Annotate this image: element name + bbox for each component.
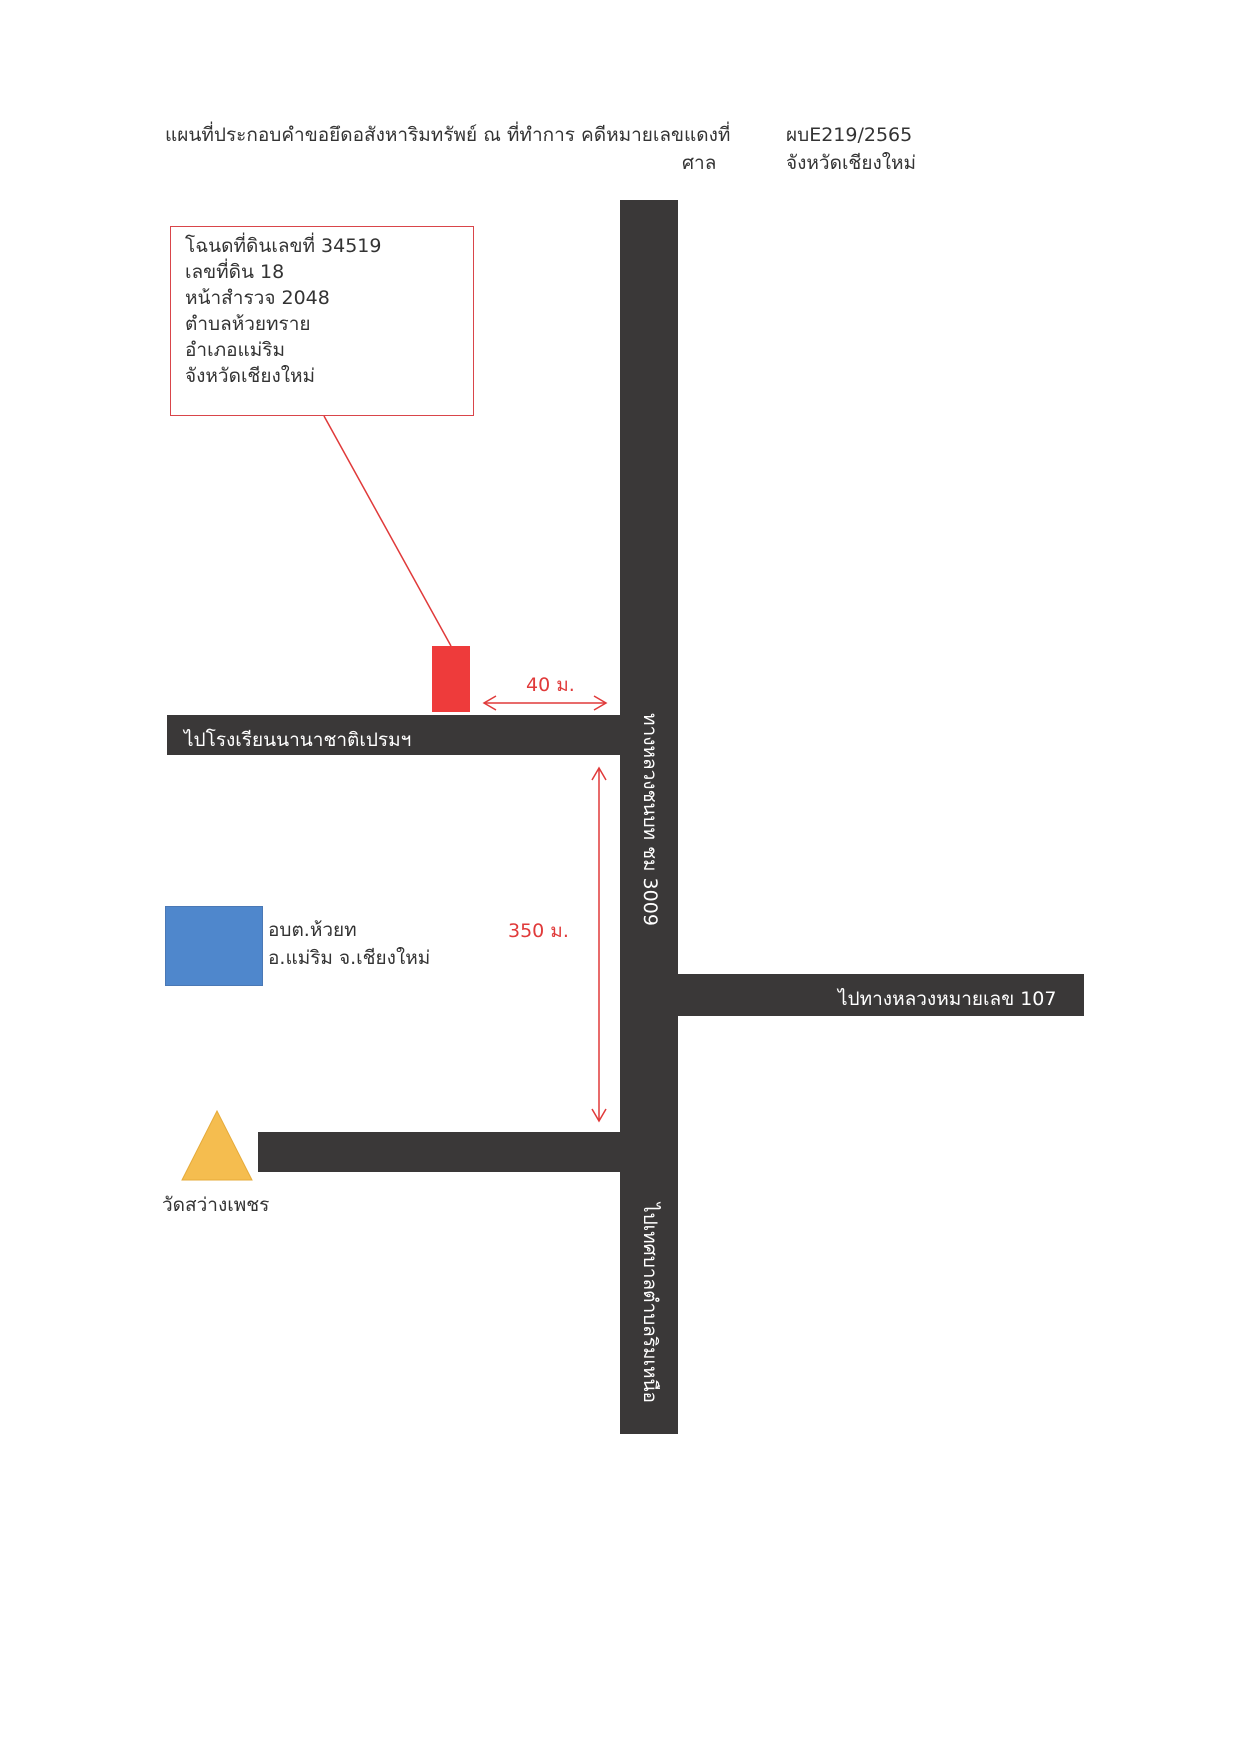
office-label: อบต.ห้วยท อ.แม่ริม จ.เชียงใหม่	[268, 916, 430, 972]
land-info-deed: โฉนดที่ดินเลขที่ 34519	[185, 235, 382, 257]
land-plot-marker	[432, 646, 470, 712]
highway-road-label: ไปทางหลวงหมายเลข 107	[838, 988, 1057, 1010]
case-number: ผบE219/2565	[786, 124, 913, 146]
land-info-district: อำเภอแม่ริม	[185, 339, 286, 361]
land-info-subdistrict: ตำบลห้วยทราย	[185, 313, 311, 335]
land-info-parcel: เลขที่ดิน 18	[185, 261, 285, 283]
distance-350m-label: 350 ม.	[508, 920, 569, 942]
land-info-province: จังหวัดเชียงใหม่	[185, 365, 316, 387]
leader-line	[323, 415, 452, 647]
land-info-survey-page: หน้าสำรวจ 2048	[185, 287, 330, 309]
court-label: ศาล	[682, 152, 717, 174]
school-road	[167, 715, 622, 755]
highway-road	[676, 974, 1084, 1016]
office-label-line2: อ.แม่ริม จ.เชียงใหม่	[268, 947, 431, 969]
temple-road	[258, 1132, 622, 1172]
school-road-label: ไปโรงเรียนนานาชาติเปรมฯ	[184, 729, 412, 751]
office-marker	[165, 906, 263, 986]
main-road	[620, 200, 678, 1434]
distance-40m-label: 40 ม.	[526, 674, 575, 696]
distance-350m-arrow	[591, 766, 607, 1123]
temple-label: วัดสว่างเพชร	[162, 1194, 270, 1216]
map-title: แผนที่ประกอบคำขอยึดอสังหาริมทรัพย์ ณ ที่…	[165, 124, 731, 146]
temple-marker	[181, 1109, 253, 1181]
office-label-line1: อบต.ห้วยท	[268, 919, 357, 941]
distance-40m-arrow	[482, 695, 608, 711]
land-info-box: โฉนดที่ดินเลขที่ 34519 เลขที่ดิน 18 หน้า…	[170, 226, 474, 416]
court-province: จังหวัดเชียงใหม่	[786, 152, 917, 174]
